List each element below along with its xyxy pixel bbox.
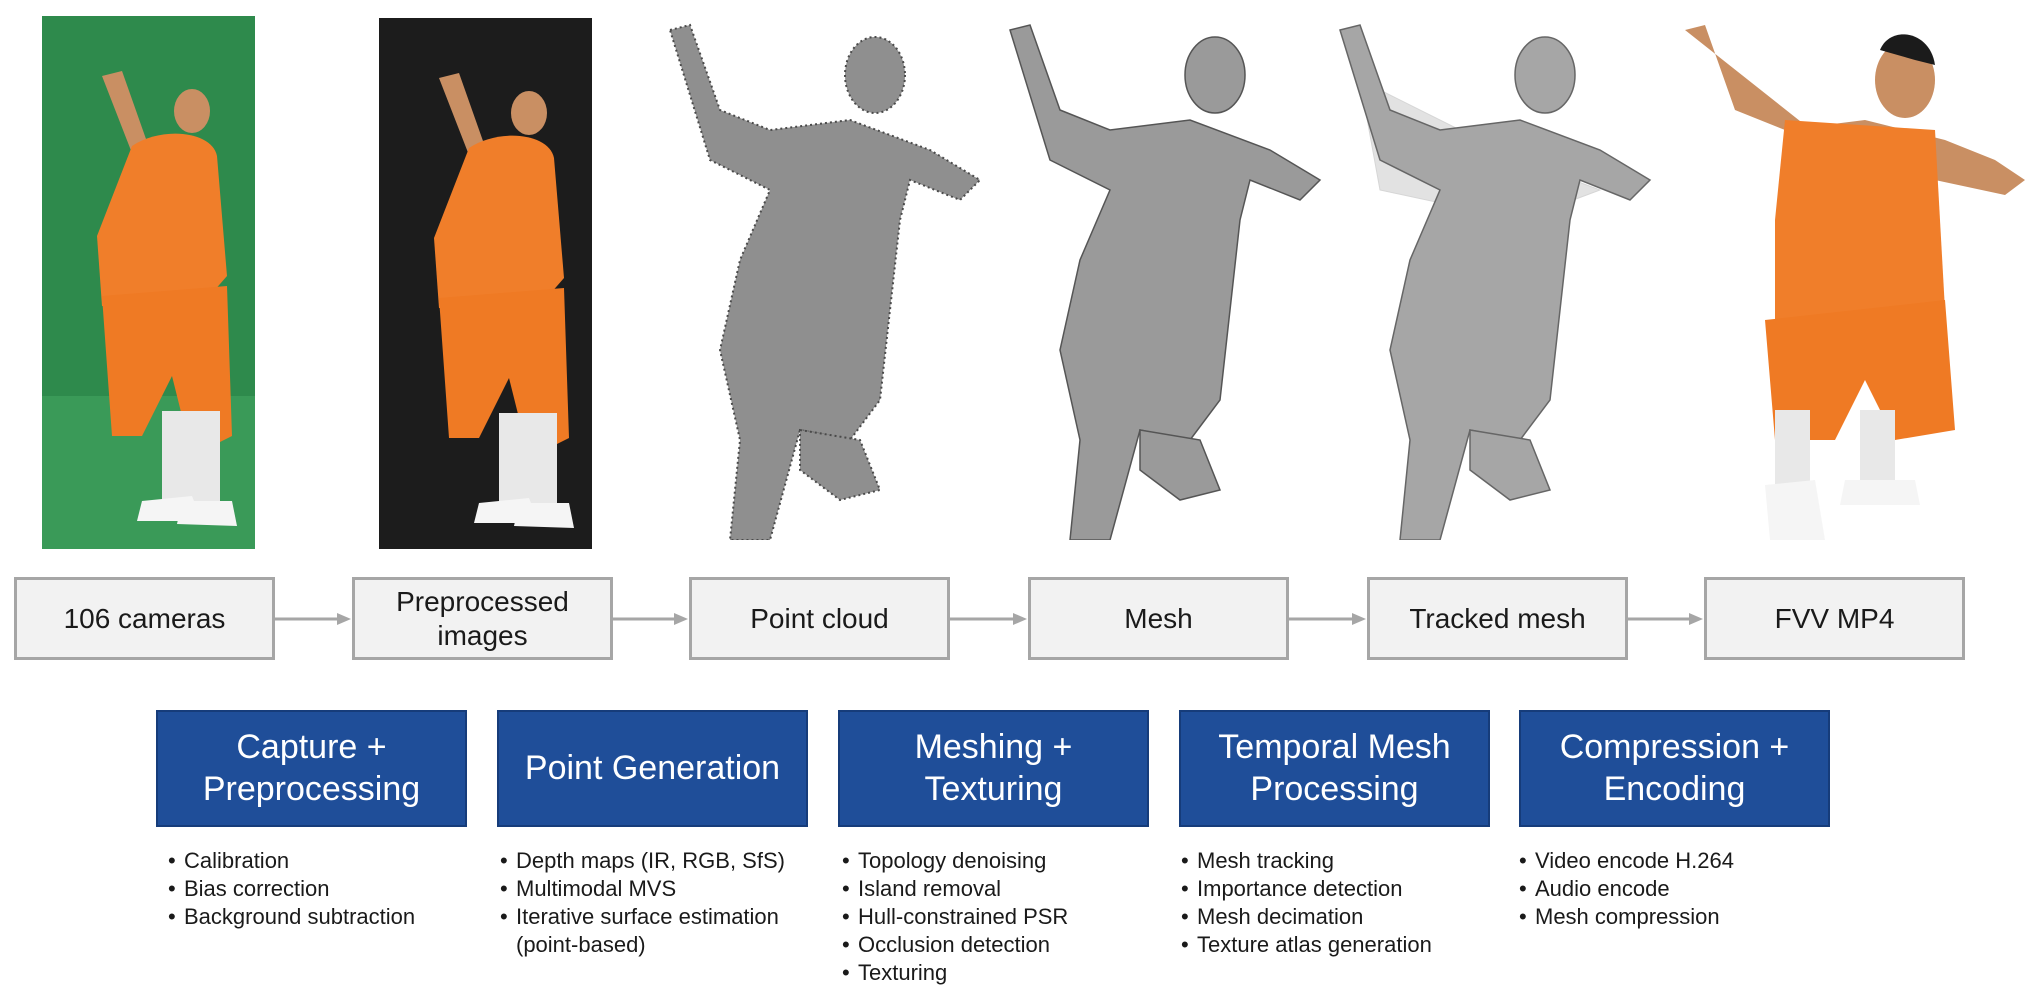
temporal-bullet-list: Mesh tracking Importance detection Mesh …	[1181, 847, 1432, 959]
arrow-2	[613, 613, 688, 625]
stage-cameras: 106 cameras	[14, 577, 275, 660]
list-item: Mesh tracking	[1181, 847, 1432, 875]
arrow-3	[950, 613, 1027, 625]
stage-tracked-mesh: Tracked mesh	[1367, 577, 1628, 660]
list-item: Importance detection	[1181, 875, 1432, 903]
list-item: Mesh decimation	[1181, 903, 1432, 931]
process-point-generation: Point Generation	[497, 710, 808, 827]
list-item: Occlusion detection	[842, 931, 1068, 959]
process-meshing-texturing: Meshing + Texturing	[838, 710, 1149, 827]
arrow-4	[1289, 613, 1366, 625]
process-temporal-mesh: Temporal Mesh Processing	[1179, 710, 1490, 827]
list-item: Video encode H.264	[1519, 847, 1734, 875]
list-item: Multimodal MVS	[500, 875, 785, 903]
arrow-5	[1628, 613, 1703, 625]
list-item: Mesh compression	[1519, 903, 1734, 931]
capture-bullet-list: Calibration Bias correction Background s…	[168, 847, 415, 931]
list-item: Hull-constrained PSR	[842, 903, 1068, 931]
list-item: Texture atlas generation	[1181, 931, 1432, 959]
point-generation-bullet-list: Depth maps (IR, RGB, SfS) Multimodal MVS…	[500, 847, 785, 959]
list-item: Topology denoising	[842, 847, 1068, 875]
point-cloud-figure	[650, 20, 990, 540]
list-item: Depth maps (IR, RGB, SfS)	[500, 847, 785, 875]
meshing-bullet-list: Topology denoising Island removal Hull-c…	[842, 847, 1068, 987]
fvv-render-figure	[1665, 20, 2035, 545]
stage-point-cloud: Point cloud	[689, 577, 950, 660]
arrow-1	[275, 613, 351, 625]
stage-mesh: Mesh	[1028, 577, 1289, 660]
tracked-mesh-figure	[1320, 20, 1660, 540]
mesh-figure	[990, 20, 1330, 540]
list-item: Background subtraction	[168, 903, 415, 931]
compression-bullet-list: Video encode H.264 Audio encode Mesh com…	[1519, 847, 1734, 931]
process-capture-preprocessing: Capture + Preprocessing	[156, 710, 467, 827]
stage-fvv-mp4: FVV MP4	[1704, 577, 1965, 660]
camera-capture-image	[42, 16, 255, 549]
list-item: Iterative surface estimation (point-base…	[500, 903, 785, 959]
process-compression-encoding: Compression + Encoding	[1519, 710, 1830, 827]
stage-preprocessed-images: Preprocessed images	[352, 577, 613, 660]
preprocessed-image	[379, 18, 592, 549]
list-item: Audio encode	[1519, 875, 1734, 903]
list-item: Island removal	[842, 875, 1068, 903]
list-item: Calibration	[168, 847, 415, 875]
list-item: Bias correction	[168, 875, 415, 903]
list-item: Texturing	[842, 959, 1068, 987]
